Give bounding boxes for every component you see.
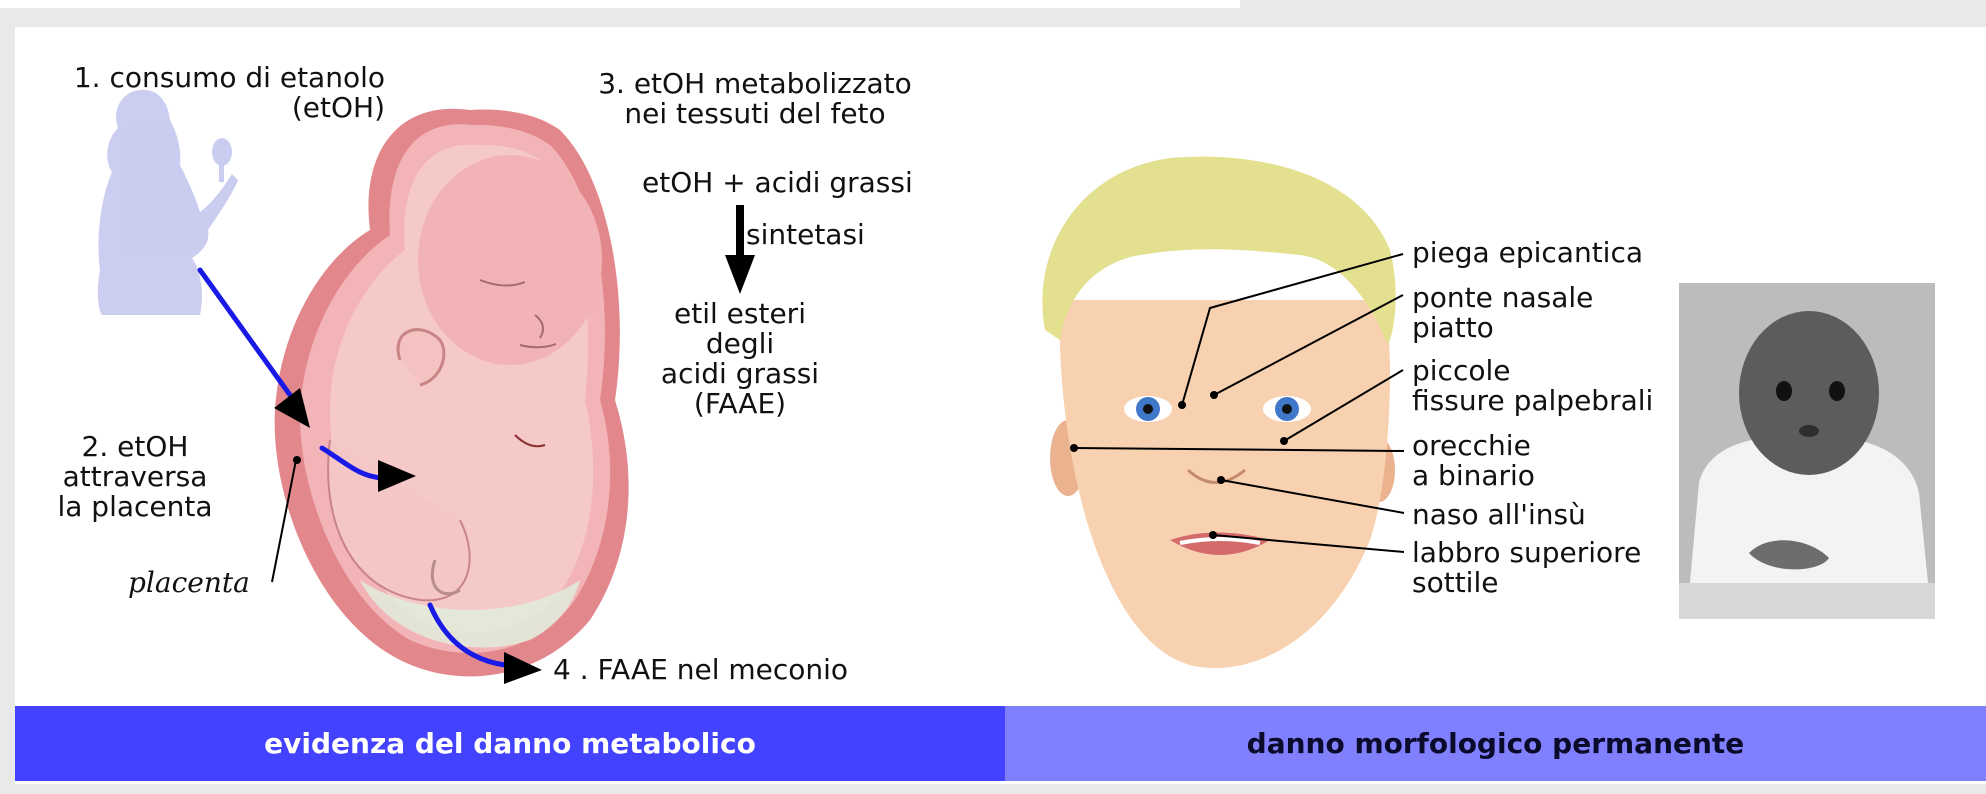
feature-epicanthic-fold: piega epicantica — [1412, 238, 1643, 268]
product-line1: etil esteri — [630, 299, 850, 329]
feature-upturned-nose: naso all'insù — [1412, 500, 1586, 530]
feature2-line1: ponte nasale — [1412, 283, 1593, 313]
morphologic-damage-bar: danno morfologico permanente — [1005, 706, 1986, 781]
feature-railroad-ears: orecchie a binario — [1412, 431, 1535, 491]
step3-line2: nei tessuti del feto — [580, 99, 930, 129]
step1-line2: (etOH) — [50, 93, 385, 123]
feature2-line2: piatto — [1412, 313, 1593, 343]
pregnant-woman-illustration — [98, 90, 238, 315]
step3-label: 3. etOH metabolizzato nei tessuti del fe… — [580, 69, 930, 129]
uterus-illustration — [275, 109, 629, 677]
step2-line1: 2. etOH — [55, 432, 215, 462]
feature6-line1: labbro superiore — [1412, 538, 1641, 568]
step2-line3: la placenta — [55, 492, 215, 522]
reaction-arrowhead — [725, 255, 755, 294]
step4-label: 4 . FAAE nel meconio — [553, 655, 848, 685]
product-line4: (FAAE) — [630, 389, 850, 419]
feature3-line1: piccole — [1412, 356, 1653, 386]
feature4-line2: a binario — [1412, 461, 1535, 491]
feature6-line2: sottile — [1412, 568, 1641, 598]
placenta-label: placenta — [128, 568, 250, 598]
reaction-reactants: etOH + acidi grassi — [642, 168, 913, 198]
baby-photograph — [1679, 283, 1935, 619]
feature3-line2: fissure palpebrali — [1412, 386, 1653, 416]
step2-line2: attraversa — [55, 462, 215, 492]
step2-label: 2. etOH attraversa la placenta — [55, 432, 215, 522]
reaction-enzyme: sintetasi — [746, 220, 865, 250]
feature-short-palpebral-fissures: piccole fissure palpebrali — [1412, 356, 1653, 416]
step1-label: 1. consumo di etanolo (etOH) — [50, 63, 385, 123]
child-face-illustration — [1042, 157, 1395, 668]
step1-line1: 1. consumo di etanolo — [50, 63, 385, 93]
product-line2: degli — [630, 329, 850, 359]
placenta-dot — [293, 456, 301, 464]
product-line3: acidi grassi — [630, 359, 850, 389]
reaction-product: etil esteri degli acidi grassi (FAAE) — [630, 299, 850, 419]
feature4-line1: orecchie — [1412, 431, 1535, 461]
feature-flat-nasal-bridge: ponte nasale piatto — [1412, 283, 1593, 343]
feature-thin-upper-lip: labbro superiore sottile — [1412, 538, 1641, 598]
metabolic-damage-bar: evidenza del danno metabolico — [15, 706, 1005, 781]
step3-line1: 3. etOH metabolizzato — [580, 69, 930, 99]
